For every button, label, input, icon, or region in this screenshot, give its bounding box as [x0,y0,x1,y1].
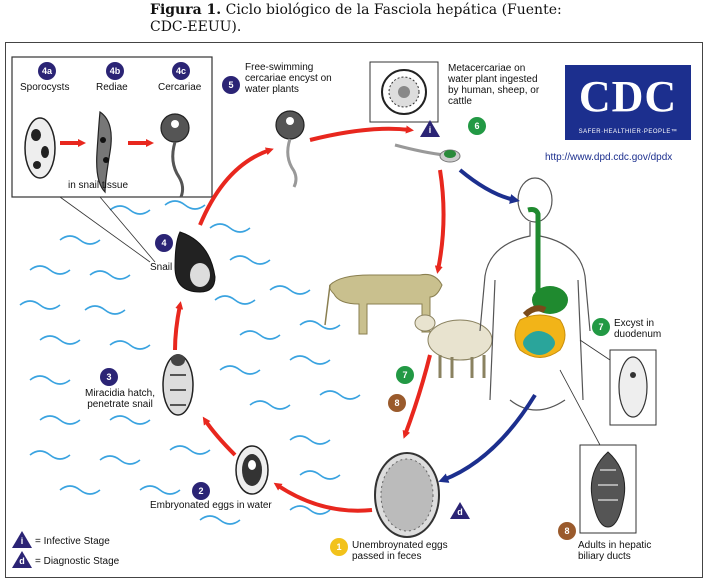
infective-stage-marker: i [420,120,440,137]
label-snail: Snail [150,262,173,273]
badge-8: 8 [558,522,576,540]
sheep-illustration [414,314,493,378]
badge-7: 7 [592,318,610,336]
metacercaria-illustration [369,61,439,123]
human-illustration [479,177,591,411]
label-sporocysts: Sporocysts [20,82,70,93]
free-cercaria-illustration [275,110,305,188]
figure-label: Figura 1. [150,2,222,18]
badge-4: 4 [155,234,173,252]
cdc-tagline: SAFER·HEALTHIER·PEOPLE™ [578,129,678,135]
label-in-snail-tissue: in snail tissue [68,180,129,191]
badge-7-animals: 7 [396,366,414,384]
legend-diagnostic-icon: d [12,551,32,568]
adult-fluke-inset [559,369,637,534]
infective-marker-symbol: i [428,125,432,135]
figure-caption: Figura 1. Ciclo biológico de la Fasciola… [150,2,590,36]
badge-1: 1 [330,538,348,556]
legend-diagnostic-label: = Diagnostic Stage [35,556,120,567]
badge-4c: 4c [172,62,190,80]
legend-diagnostic-symbol: d [19,556,25,566]
label-cercariae: Cercariae [158,82,202,93]
legend-infective-icon: i [12,531,32,548]
badge-4b: 4b [106,62,124,80]
excyst-inset [579,339,657,426]
water-waves [19,200,361,525]
sporocyst-illustration [24,117,56,179]
badge-4a: 4a [38,62,56,80]
label-adults-hepatic: Adults in hepatic biliary ducts [578,540,652,562]
label-unembryonated-eggs: Unembroynated eggs passed in feces [352,540,448,562]
label-miracidia: Miracidia hatch, penetrate snail [84,388,156,410]
cercaria-illustration [160,113,190,198]
badge-5: 5 [222,76,240,94]
figure-caption-text: Ciclo biológico de la Fasciola hepática … [150,2,562,35]
feces-arrow [438,393,537,483]
legend-infective-symbol: i [20,536,24,546]
diagnostic-stage-marker: d [450,502,470,519]
snail-illustration [174,231,216,293]
badge-2: 2 [192,482,210,500]
cdc-logo: CDC SAFER·HEALTHIER·PEOPLE™ [565,65,691,140]
label-excyst-duodenum: Excyst in duodenum [614,318,662,340]
legend-infective-label: = Infective Stage [35,536,110,547]
diagnostic-marker-symbol: d [457,507,463,517]
embryonated-egg-illustration [235,445,269,495]
ingestion-arrow [458,168,520,204]
spoon-illustration [394,143,461,163]
label-embryonated-eggs: Embryonated eggs in water [150,500,272,511]
miracidium-illustration [162,354,194,416]
unembryonated-egg-illustration [374,452,440,538]
label-rediae: Rediae [96,82,128,93]
badge-6: 6 [468,117,486,135]
label-metacercariae: Metacercariae on water plant ingested by… [448,63,540,107]
redia-illustration [96,110,112,194]
label-free-swimming-cercariae: Free-swimming cercariae encyst on water … [245,62,332,95]
cdc-url: http://www.dpd.cdc.gov/dpdx [545,152,673,163]
badge-3: 3 [100,368,118,386]
badge-8-animals: 8 [388,394,406,412]
cdc-logo-text: CDC [578,72,678,121]
cycle-arrows [173,125,446,513]
cattle-illustration [324,274,443,335]
